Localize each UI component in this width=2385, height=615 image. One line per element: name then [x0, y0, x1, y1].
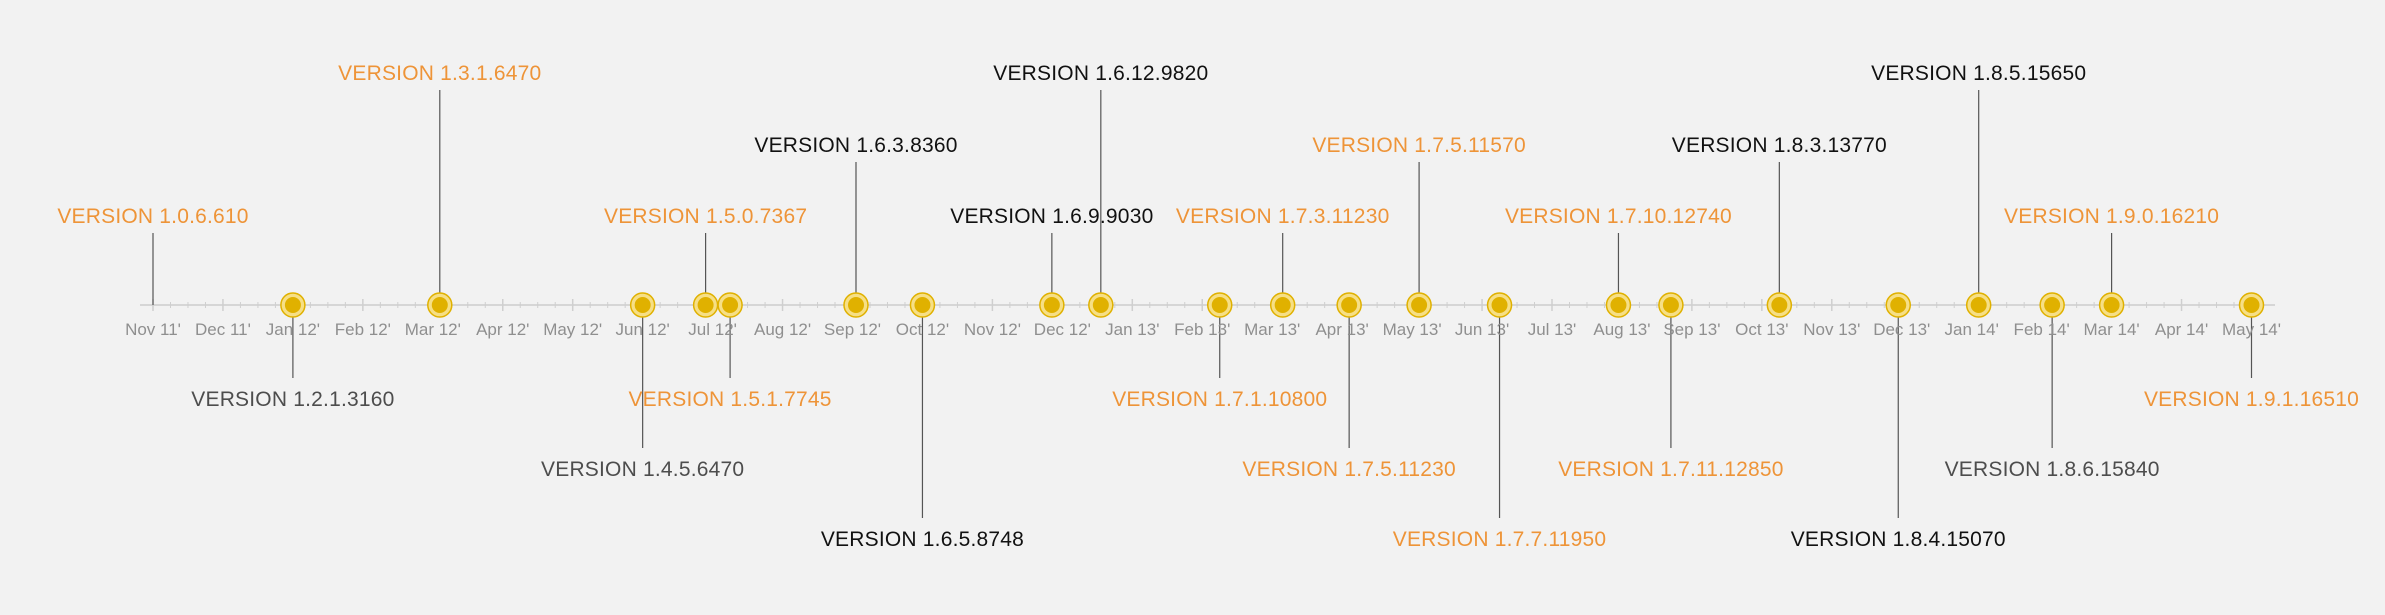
- version-release-dot-center: [1662, 297, 1679, 313]
- version-release-dot-center: [1092, 297, 1109, 313]
- month-label: May 13': [1382, 320, 1442, 339]
- version-label[interactable]: VERSION 1.7.7.11950: [1392, 528, 1607, 551]
- month-label: Dec 13': [1873, 320, 1931, 339]
- version-release-dot-center: [1890, 297, 1907, 313]
- month-label: Apr 13': [1315, 320, 1369, 339]
- version-release-dot-center: [914, 297, 931, 313]
- version-release-dot-center: [1341, 297, 1358, 313]
- month-ticks: [152, 299, 2253, 311]
- version-label[interactable]: VERSION 1.7.11.12850: [1558, 458, 1784, 481]
- month-label: Nov 13': [1803, 320, 1861, 339]
- month-label: Jan 12': [265, 320, 321, 339]
- version-label[interactable]: VERSION 1.6.5.8748: [820, 528, 1025, 551]
- version-label[interactable]: VERSION 1.4.5.6470: [541, 458, 745, 481]
- version-label[interactable]: VERSION 1.3.1.6470: [338, 62, 542, 85]
- month-label: Feb 12': [334, 320, 391, 339]
- month-label: Feb 14': [2013, 320, 2070, 339]
- version-label[interactable]: VERSION 1.5.1.7745: [628, 388, 832, 411]
- version-release-dot-center: [1610, 297, 1627, 313]
- version-release-dot-center: [1043, 297, 1060, 313]
- version-release-dot-center: [1491, 297, 1508, 313]
- version-label[interactable]: VERSION 1.8.6.15840: [1944, 458, 2160, 481]
- month-label: Aug 13': [1593, 320, 1651, 339]
- version-release-dot-center: [1211, 297, 1228, 313]
- version-label[interactable]: VERSION 1.7.5.11570: [1312, 134, 1526, 157]
- month-label: Nov 11': [125, 320, 181, 339]
- month-label: Feb 13': [1174, 320, 1231, 339]
- version-release-dot-center: [1274, 297, 1291, 313]
- month-label: Mar 13': [1244, 320, 1301, 339]
- month-label: Jun 13': [1454, 320, 1510, 339]
- month-label: Oct 12': [895, 320, 950, 339]
- month-label: Mar 14': [2083, 320, 2140, 339]
- version-markers: [280, 292, 2265, 318]
- month-label: Jul 13': [1527, 320, 1577, 339]
- month-label: Nov 12': [963, 320, 1021, 339]
- version-label[interactable]: VERSION 1.6.9.9030: [950, 205, 1154, 228]
- version-release-dot-center: [722, 297, 739, 313]
- version-label[interactable]: VERSION 1.6.12.9820: [993, 62, 1209, 85]
- version-release-dot-center: [697, 297, 714, 313]
- month-label: Jan 14': [1944, 320, 1999, 339]
- version-label[interactable]: VERSION 1.8.5.15650: [1871, 62, 2087, 85]
- month-label: May 14': [2222, 320, 2281, 339]
- version-release-dot-center: [1771, 297, 1788, 313]
- month-label: Aug 12': [753, 320, 812, 339]
- version-label[interactable]: VERSION 1.7.3.11230: [1175, 205, 1390, 228]
- version-label[interactable]: VERSION 1.2.1.3160: [191, 388, 395, 411]
- version-release-dot-center: [431, 297, 448, 313]
- version-connectors: [152, 90, 2253, 518]
- month-label: Jul 12': [688, 320, 737, 339]
- month-label: Oct 13': [1735, 320, 1789, 339]
- version-label[interactable]: VERSION 1.7.10.12740: [1504, 205, 1732, 228]
- version-release-dot-center: [1970, 297, 1987, 313]
- version-release-dot-center: [2103, 297, 2120, 313]
- version-release-dot-center: [634, 297, 651, 313]
- version-release-dot-center: [2044, 297, 2061, 313]
- month-label: Apr 12': [476, 320, 530, 339]
- version-release-dot-center: [847, 297, 864, 313]
- version-release-dot-center: [1411, 297, 1428, 313]
- month-label: Jun 12': [615, 320, 670, 339]
- version-label[interactable]: VERSION 1.5.0.7367: [603, 205, 808, 228]
- version-label[interactable]: VERSION 1.0.6.610: [57, 205, 249, 228]
- version-label[interactable]: VERSION 1.7.5.11230: [1242, 458, 1456, 481]
- version-label[interactable]: VERSION 1.8.4.15070: [1790, 528, 2006, 551]
- month-label: Dec 12': [1033, 320, 1091, 339]
- month-label: Mar 12': [404, 320, 461, 339]
- version-label[interactable]: VERSION 1.8.3.13770: [1671, 134, 1887, 157]
- month-label: Sep 12': [823, 320, 882, 339]
- version-release-dot-center: [284, 297, 301, 313]
- month-label: Apr 14': [2154, 320, 2209, 339]
- version-label[interactable]: VERSION 1.7.1.10800: [1112, 388, 1328, 411]
- version-label[interactable]: VERSION 1.6.3.8360: [754, 134, 958, 157]
- month-label: Dec 11': [195, 320, 251, 339]
- month-label: Sep 13': [1663, 320, 1721, 339]
- version-label[interactable]: VERSION 1.9.1.16510: [2143, 388, 2360, 411]
- month-label: Jan 13': [1105, 320, 1160, 339]
- version-release-dot-center: [2243, 297, 2260, 313]
- month-label: May 12': [543, 320, 603, 339]
- version-label[interactable]: VERSION 1.9.0.16210: [2004, 205, 2220, 228]
